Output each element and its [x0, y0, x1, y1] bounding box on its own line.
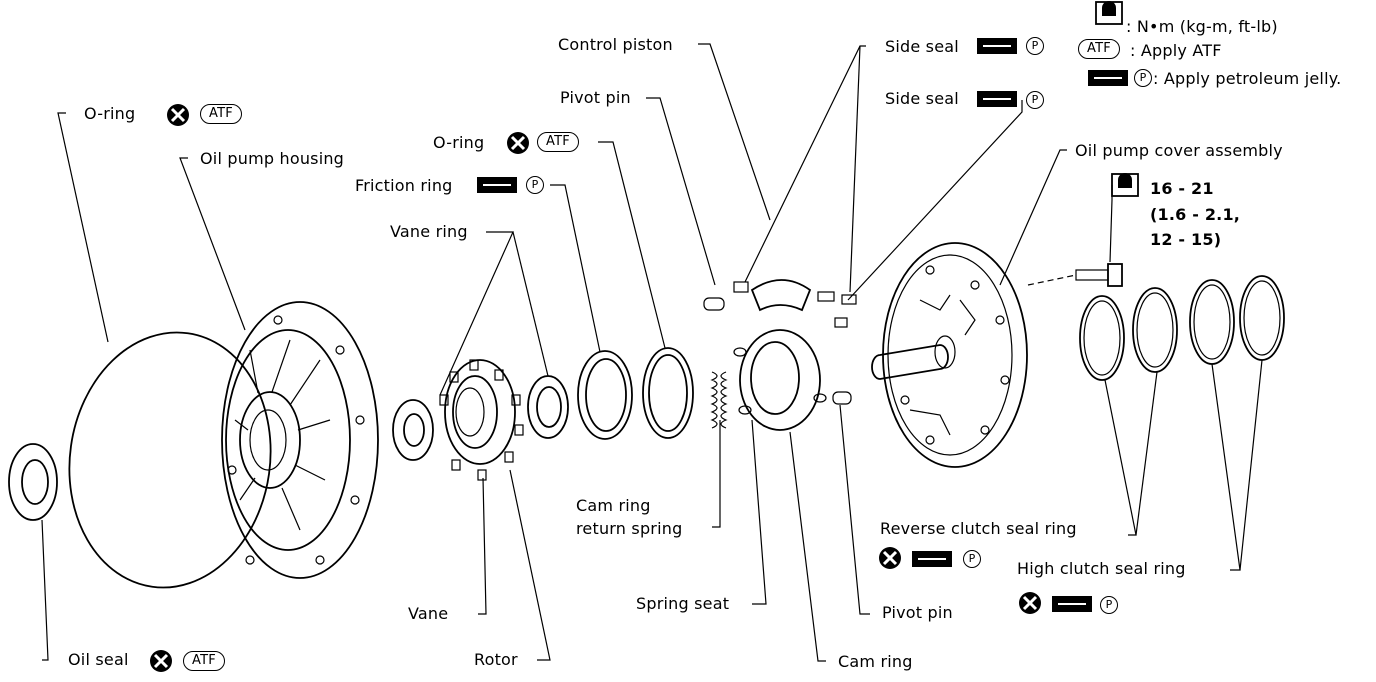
label-reverse-clutch: Reverse clutch seal ring — [880, 519, 1077, 538]
replace-cross-icon — [1019, 592, 1041, 614]
label-side-seal-2: Side seal — [885, 89, 959, 108]
petroleum-p-badge: P — [1134, 69, 1152, 87]
legend-jelly: : Apply petroleum jelly. — [1153, 69, 1342, 88]
petroleum-jelly-icon — [477, 177, 517, 193]
oil-pump-housing-part — [221, 301, 379, 579]
label-o-ring-left: O-ring — [84, 104, 136, 123]
label-friction-ring: Friction ring — [355, 176, 453, 195]
label-oil-seal: Oil seal — [68, 650, 129, 669]
label-pivot-pin-top: Pivot pin — [560, 88, 631, 107]
label-torque-2: (1.6 - 2.1, — [1150, 205, 1241, 224]
label-vane-ring: Vane ring — [390, 222, 468, 241]
vane-ring-back-part — [527, 375, 569, 439]
high-clutch-seal-rings-part — [1189, 275, 1285, 365]
label-o-ring-mid: O-ring — [433, 133, 485, 152]
reverse-clutch-seal-rings-part — [1079, 287, 1178, 381]
petroleum-p-badge: P — [526, 176, 544, 194]
label-cam-ring: Cam ring — [838, 652, 913, 671]
label-torque-3: 12 - 15) — [1150, 230, 1222, 249]
label-oil-pump-cover: Oil pump cover assembly — [1075, 141, 1283, 160]
label-oil-pump-housing: Oil pump housing — [200, 149, 345, 168]
label-spring-seat: Spring seat — [636, 594, 730, 613]
atf-badge: ATF — [537, 132, 579, 152]
replace-cross-icon — [167, 104, 189, 126]
label-torque-1: 16 - 21 — [1150, 179, 1214, 198]
replace-cross-icon — [507, 132, 529, 154]
label-high-clutch: High clutch seal ring — [1017, 559, 1186, 578]
label-control-piston: Control piston — [558, 35, 673, 54]
legend-atf: : Apply ATF — [1130, 41, 1222, 60]
control-piston-part — [750, 279, 812, 312]
legend-torque: : N•m (kg-m, ft-lb) — [1126, 17, 1278, 36]
petroleum-jelly-icon — [977, 91, 1017, 107]
label-side-seal-1: Side seal — [885, 37, 959, 56]
replace-cross-icon — [879, 547, 901, 569]
atf-badge: ATF — [183, 651, 225, 671]
petroleum-jelly-icon — [912, 551, 952, 567]
o-ring-mid-part — [642, 347, 694, 439]
oil-pump-cover-part — [871, 242, 1028, 468]
cam-ring-return-spring-part — [710, 371, 728, 429]
side-seal-small-parts — [817, 291, 857, 328]
label-cam-ring-return-1: Cam ring — [576, 496, 651, 515]
friction-ring-part — [577, 350, 633, 440]
petroleum-p-badge: P — [963, 550, 981, 568]
replace-cross-icon — [150, 650, 172, 672]
o-ring-large-part — [68, 331, 272, 589]
oil-seal-part — [8, 443, 58, 521]
label-cam-ring-return-2: return spring — [576, 519, 683, 538]
leader-lines — [41, 43, 1263, 662]
petroleum-p-badge: P — [1100, 596, 1118, 614]
atf-badge: ATF — [200, 104, 242, 124]
atf-badge: ATF — [1078, 39, 1120, 59]
label-pivot-pin-bottom: Pivot pin — [882, 603, 953, 622]
rotor-part — [439, 359, 524, 481]
side-seal-part — [733, 281, 749, 293]
petroleum-jelly-icon — [1088, 70, 1128, 86]
label-vane: Vane — [408, 604, 449, 623]
torque-wrench-icon — [1111, 173, 1139, 197]
cam-ring-part — [733, 329, 827, 431]
vane-ring-front-part — [392, 399, 434, 461]
petroleum-jelly-icon — [1052, 596, 1092, 612]
label-rotor: Rotor — [474, 650, 518, 669]
pivot-pin-bottom-part — [832, 391, 852, 405]
petroleum-jelly-icon — [977, 38, 1017, 54]
pivot-pin-top-part — [703, 297, 725, 311]
torque-wrench-icon — [1095, 1, 1123, 25]
petroleum-p-badge: P — [1026, 91, 1044, 109]
bolt-part — [1027, 263, 1123, 287]
petroleum-p-badge: P — [1026, 37, 1044, 55]
